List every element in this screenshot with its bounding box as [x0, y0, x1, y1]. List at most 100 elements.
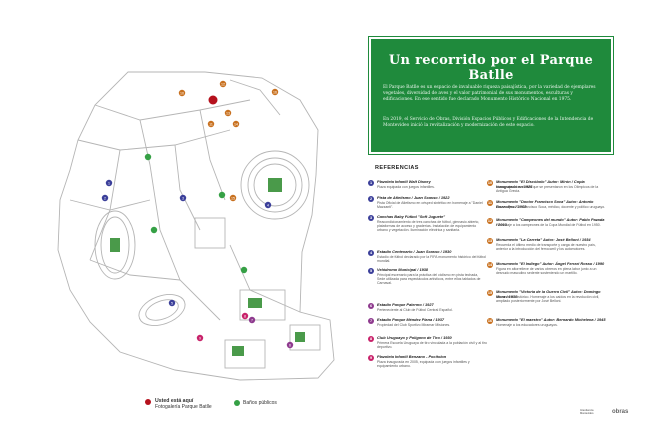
map-marker-5 — [168, 299, 176, 307]
you-are-here-label: Usted está aquí — [155, 398, 194, 404]
reference-title: Monumento "La Carreta" Autor: José Bello… — [496, 237, 591, 242]
reference-title: Plazoleta Infantil Walt Disney — [377, 179, 431, 184]
reference-title: Monumento "El Indiego" Autor: Ángel Ferr… — [496, 261, 605, 266]
map-marker-label-11: 11 — [209, 122, 213, 126]
map-marker-label-14: 14 — [234, 122, 238, 126]
map-marker-label-4: 4 — [267, 203, 269, 207]
reference-description: Figura en altorrelieve de varios obreros… — [496, 267, 597, 276]
logo-intendencia: Intendencia Montevideo — [580, 409, 606, 415]
map-marker-6 — [286, 341, 294, 349]
map-marker-label-10: 10 — [180, 91, 184, 95]
reference-title: Velódromo Municipal / 1938 — [377, 267, 429, 272]
reference-title: Estadio Parque Méndez Piana / 1937 — [377, 317, 445, 322]
track-field — [110, 238, 120, 252]
reference-description: Plaza inaugurada en 2005, equipada con j… — [377, 360, 470, 369]
reference-number: 10 — [487, 180, 493, 186]
map-marker-4 — [264, 201, 272, 209]
map-marker-label-3: 3 — [182, 196, 184, 200]
reference-description: Plaza equipada con juegos infantiles. — [377, 185, 435, 189]
reference-title: Monumento "Victoria de la Guerra Civil" … — [496, 289, 601, 299]
reference-description: Homenaje a los campeones de la Copa Mund… — [496, 223, 601, 227]
logo-intendencia-text: Intendencia Montevideo — [580, 409, 594, 415]
you-are-here-marker — [208, 95, 218, 105]
restroom-dot — [234, 400, 240, 406]
reference-number: 11 — [487, 200, 493, 206]
reference-description: Primera Escuela Uruguaya de tiro vincula… — [377, 341, 487, 350]
map-marker-9 — [196, 334, 204, 342]
logo-obras-text: obras — [612, 409, 629, 415]
map-marker-16 — [271, 88, 279, 96]
reference-number: 13 — [487, 238, 493, 244]
reference-number: 7 — [368, 318, 374, 324]
map-marker-3 — [179, 194, 187, 202]
field-7 — [248, 298, 262, 308]
map-marker-12 — [219, 80, 227, 88]
restroom-markers — [144, 153, 248, 274]
reference-title: Club Uruguayo y Polígono de Tiro / 1930 — [377, 335, 452, 340]
reference-title: Estadio Centenario / Juan Scasso / 1930 — [377, 249, 452, 254]
reference-description: Principal escenario para la práctica del… — [377, 273, 481, 286]
reference-title: Monumento "Doctor Francisco Soca" Autor:… — [496, 199, 594, 209]
map-marker-label-2: 2 — [104, 196, 106, 200]
panel-paragraph-2: En 2019, el Servicio de Obras, División … — [383, 117, 594, 128]
reference-number: 16 — [487, 318, 493, 324]
restroom-label: Baños públicos — [243, 400, 277, 406]
map-marker-10 — [178, 89, 186, 97]
you-are-here-sub: Fotogalería Parque Batlle — [155, 404, 212, 410]
reference-number: 2 — [368, 196, 374, 202]
map-marker-label-1: 1 — [108, 181, 110, 185]
map-marker-label-9: 9 — [199, 336, 201, 340]
stadium-field — [268, 178, 282, 192]
reference-description: Recuerda el último medio de transporte y… — [496, 243, 596, 252]
references-title: REFERENCIAS — [375, 165, 419, 171]
map-marker-13 — [224, 109, 232, 117]
reference-title: Monumento "Campeones del mundo" Autor: P… — [496, 217, 605, 227]
map-marker-1 — [105, 179, 113, 187]
reference-number: 9 — [368, 355, 374, 361]
reference-description: Homenaje a los educadores uruguayos. — [496, 323, 558, 327]
map-marker-label-7: 7 — [251, 318, 253, 322]
reference-description: Monumento histórico. Homenaje a los caíd… — [496, 295, 600, 304]
reference-description: Pista Oficial de Atletismo en césped sin… — [377, 201, 483, 210]
reference-description: Estadio de fútbol declarado por la FIFA … — [377, 255, 486, 264]
map-marker-11 — [207, 120, 215, 128]
reference-title: Monumento "El Discóbolo" Autor: Mirón / … — [496, 179, 585, 189]
map-marker-2 — [101, 194, 109, 202]
reference-number: 15 — [487, 290, 493, 296]
reference-number: 1 — [368, 180, 374, 186]
reference-number: 12 — [487, 218, 493, 224]
reference-number: 4 — [368, 250, 374, 256]
intro-panel: Un recorrido por el Parque Batlle El Par… — [369, 37, 613, 154]
reference-number: 14 — [487, 262, 493, 268]
restrooms-legend: Baños públicos — [234, 400, 277, 406]
map-marker-7 — [248, 316, 256, 324]
map-marker-label-12: 12 — [221, 82, 225, 86]
field-9 — [232, 346, 244, 356]
map-marker-label-13: 13 — [226, 111, 230, 115]
reference-number: 6 — [368, 303, 374, 309]
logo-obras: obras — [612, 409, 628, 415]
map-marker-label-6: 6 — [289, 343, 291, 347]
you-are-here-legend: Usted está aquí Fotogalería Parque Batll… — [145, 398, 212, 410]
map-marker-label-16: 16 — [273, 90, 277, 94]
map-marker-14 — [232, 120, 240, 128]
map-marker-label-15: 15 — [231, 196, 235, 200]
panel-paragraph-1: El Parque Batlle es un espacio de invalu… — [383, 85, 596, 102]
reference-description: Propiedad del Club Sportivo Miramar Misi… — [377, 323, 451, 327]
reference-title: Estadio Parque Palermo / 1927 — [377, 302, 434, 307]
panel-title: Un recorrido por el Parque Batlle — [388, 53, 594, 83]
you-are-here-dot — [145, 399, 151, 405]
reference-title: Pista de Atletismo / Juan Scasso / 1922 — [377, 195, 450, 200]
reference-number: 3 — [368, 215, 374, 221]
reference-title: Canchas Baby Fútbol "Soft Juguete" — [377, 214, 446, 219]
map-marker-8 — [241, 312, 249, 320]
reference-description: Perteneciente al Club de Fútbol Central … — [377, 308, 453, 312]
reference-title: Plazoleta Infantil Benzano - Pocitolon — [377, 354, 447, 359]
map-marker-15 — [229, 194, 237, 202]
reference-number: 5 — [368, 268, 374, 274]
reference-description: Homenaje al Dr. Francisco Soca, médico, … — [496, 205, 606, 209]
field-6 — [295, 332, 305, 342]
map-marker-label-5: 5 — [171, 301, 173, 305]
